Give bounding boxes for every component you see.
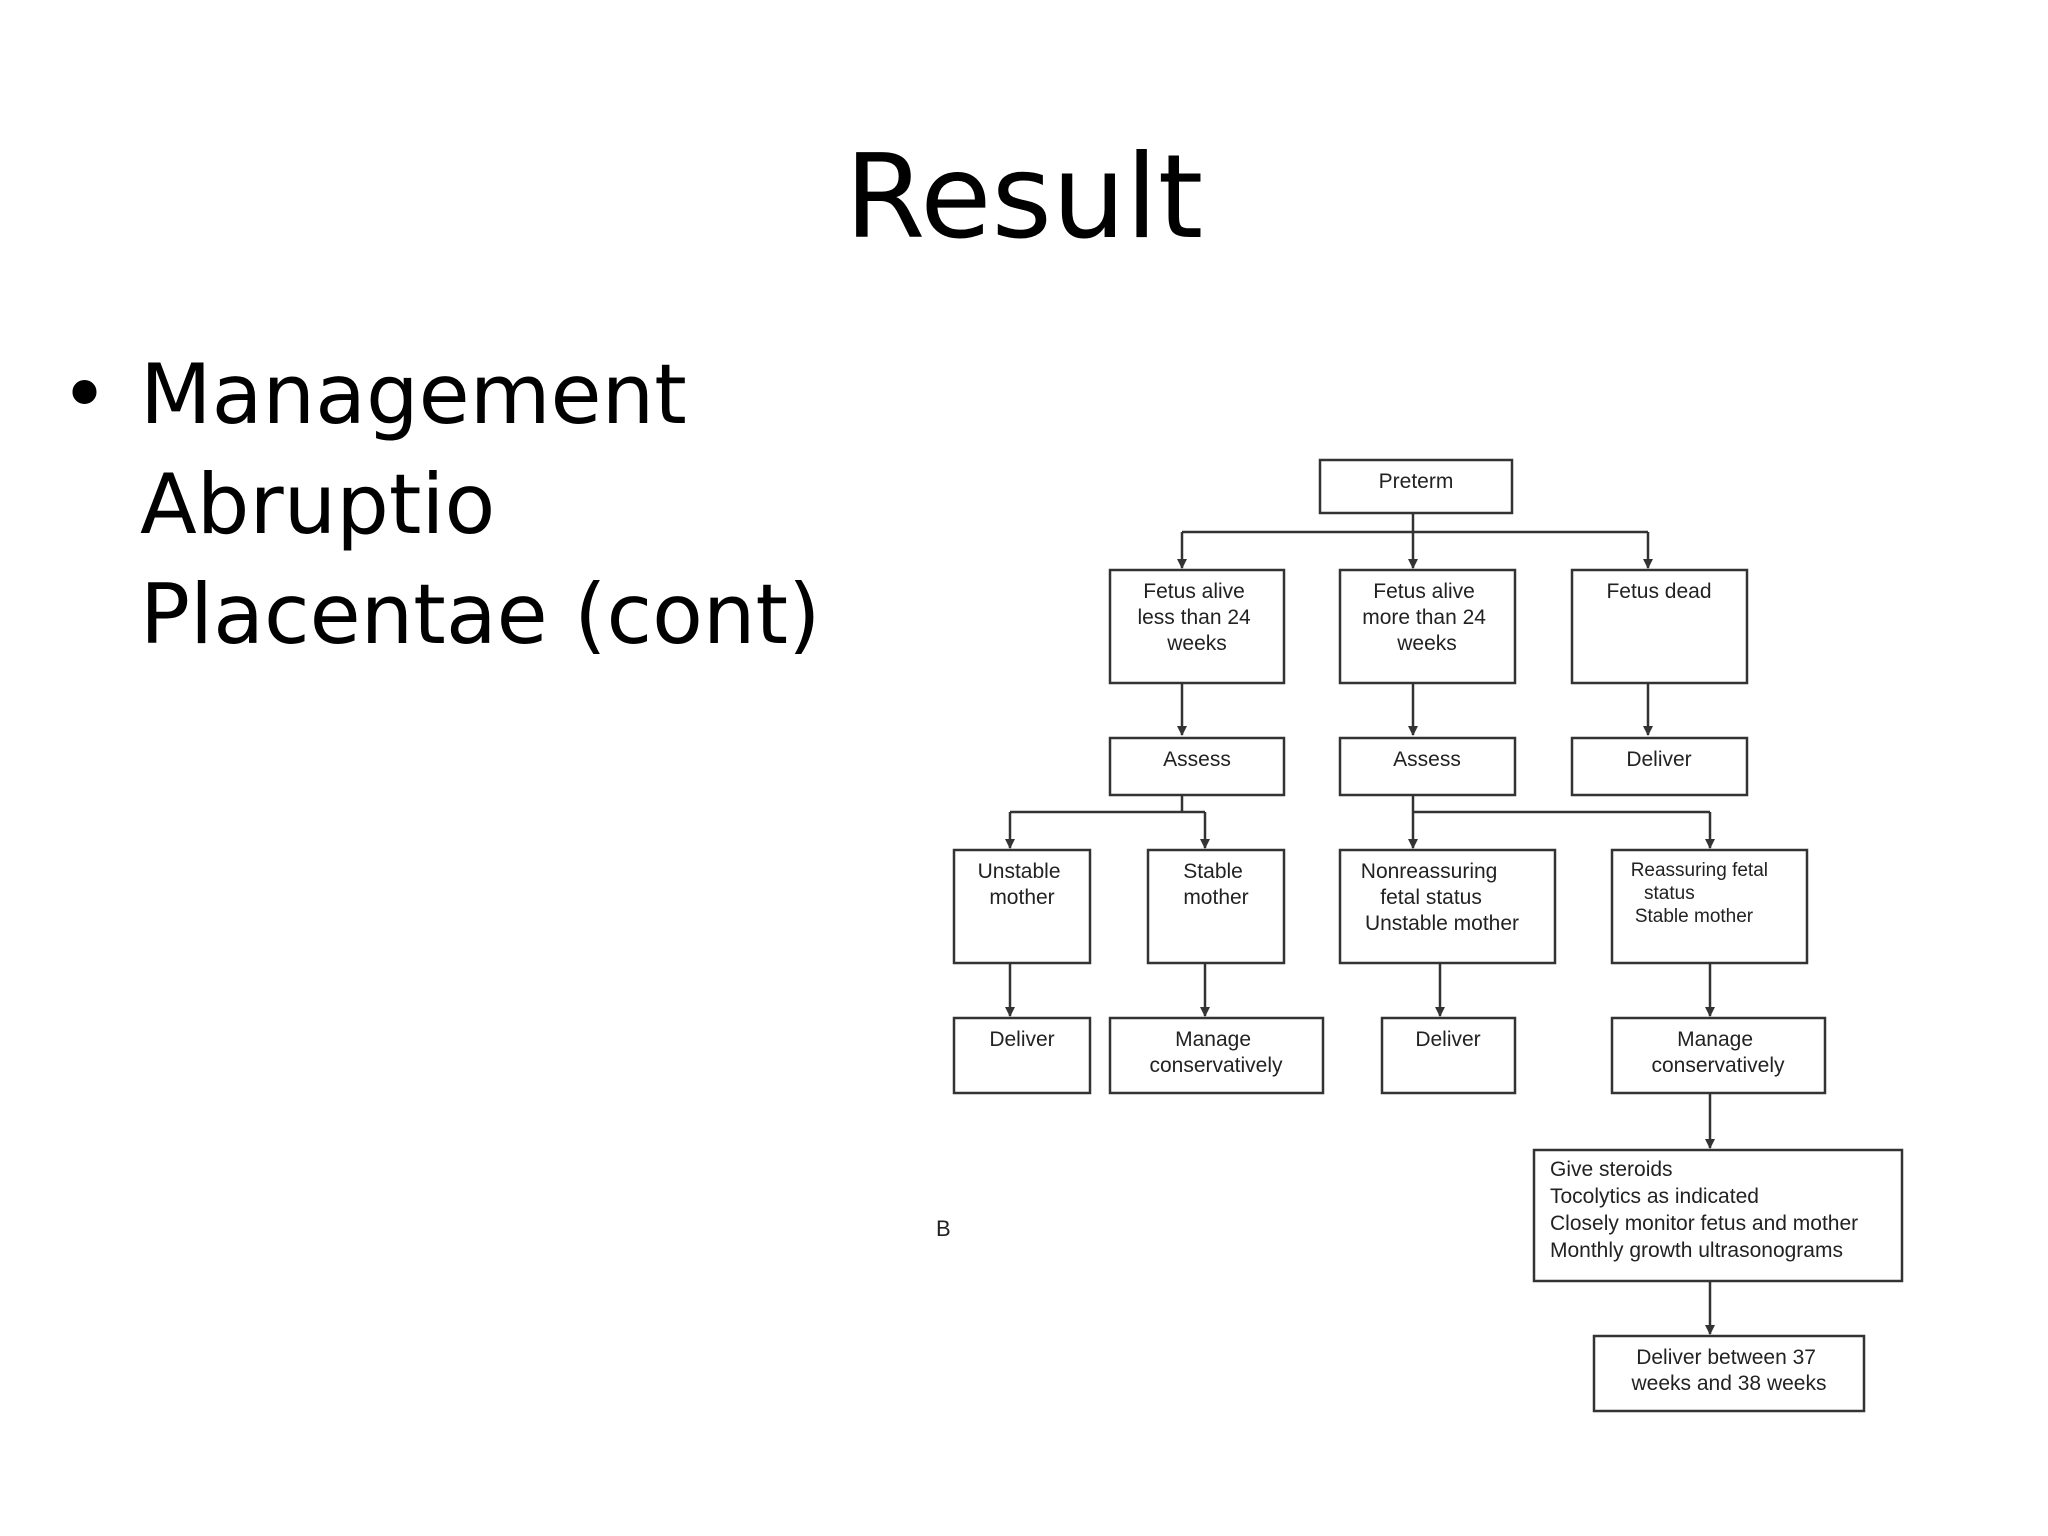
svg-text:Deliver: Deliver	[1626, 748, 1691, 771]
node-steroids-box	[1532, 1148, 1904, 1283]
svg-text:Deliver between 37 wee: Deliver between 37 weeks and 38 weeks	[1631, 1346, 1827, 1395]
node-deliver-final-box	[1592, 1334, 1866, 1413]
node-fetus-alive-gt24-line-3: weeks	[1396, 632, 1457, 655]
node-deliver-2-box	[1380, 1016, 1517, 1095]
node-stable-mother-box	[1146, 848, 1286, 965]
svg-text:Give steroids Tocolyti: Give steroids Tocolytics as indicated Cl…	[1550, 1158, 1864, 1262]
node-manage-2-line-2: conservatively	[1651, 1054, 1785, 1077]
svg-text:Fetus alive less than: Fetus alive less than 24 weeks	[1137, 580, 1256, 655]
node-assess-mid-box	[1338, 736, 1517, 797]
flowchart-labels: Preterm Fetus alive less than 24 weeks F…	[936, 470, 1864, 1395]
node-preterm-line-1: Preterm	[1379, 470, 1454, 493]
node-manage-2-line-1: Manage	[1677, 1028, 1753, 1051]
node-manage-1-line-1: Manage	[1175, 1028, 1251, 1051]
svg-text:Assess: Assess	[1393, 748, 1461, 771]
node-reassuring-box	[1610, 848, 1809, 965]
node-nonreassuring-line-2: fetal status	[1380, 886, 1482, 909]
node-reassuring-line-2: status	[1644, 883, 1695, 904]
node-reassuring-line-1: Reassuring fetal	[1631, 860, 1768, 881]
panel-label: B	[936, 1216, 951, 1241]
svg-text:Nonreassuring fetal st: Nonreassuring fetal status Unstable moth…	[1361, 860, 1519, 935]
node-deliver-right-line-1: Deliver	[1626, 748, 1691, 771]
svg-text:Manage conservatively: Manage conservatively	[1651, 1028, 1785, 1077]
svg-text:Deliver: Deliver	[989, 1028, 1054, 1051]
bullet-text-line-2: Placentae (cont)	[140, 566, 821, 663]
node-deliver-right-box	[1570, 736, 1749, 797]
svg-text:Unstable mother: Unstable mother	[978, 860, 1067, 909]
node-fetus-alive-gt24-line-2: more than 24	[1362, 606, 1486, 629]
node-fetus-alive-gt24-box	[1338, 568, 1517, 685]
node-fetus-alive-lt24-box	[1108, 568, 1286, 685]
node-manage-1-line-2: conservatively	[1149, 1054, 1283, 1077]
svg-text:Reassuring fetal statu: Reassuring fetal status Stable mother	[1631, 860, 1774, 927]
node-steroids-line-2: Tocolytics as indicated	[1550, 1185, 1759, 1208]
node-assess-left-line-1: Assess	[1163, 748, 1231, 771]
flowchart-connectors	[1005, 512, 1715, 1335]
node-unstable-mother-box	[952, 848, 1092, 965]
node-assess-mid-line-1: Assess	[1393, 748, 1461, 771]
node-fetus-dead-line-1: Fetus dead	[1606, 580, 1711, 603]
node-nonreassuring-line-1: Nonreassuring	[1361, 860, 1498, 883]
svg-text:Fetus dead: Fetus dead	[1606, 580, 1711, 603]
node-preterm-box	[1318, 458, 1514, 515]
node-manage-1-box	[1108, 1016, 1325, 1095]
node-deliver-1-line-1: Deliver	[989, 1028, 1054, 1051]
node-fetus-alive-gt24-line-1: Fetus alive	[1373, 580, 1475, 603]
node-deliver-final-line-1: Deliver between 37	[1636, 1346, 1816, 1369]
svg-text:Deliver: Deliver	[1415, 1028, 1480, 1051]
node-deliver-final-line-2: weeks and 38 weeks	[1631, 1372, 1827, 1395]
node-steroids-line-1: Give steroids	[1550, 1158, 1673, 1181]
svg-text:Preterm: Preterm	[1379, 470, 1454, 493]
node-reassuring-line-3: Stable mother	[1635, 906, 1754, 927]
node-steroids-line-3: Closely monitor fetus and mother	[1550, 1212, 1858, 1235]
bullet-text-line-1: Management Abruptio	[140, 346, 687, 553]
node-unstable-mother-line-2: mother	[989, 886, 1054, 909]
node-assess-left-box	[1108, 736, 1286, 797]
node-stable-mother-line-2: mother	[1183, 886, 1248, 909]
svg-text:Manage conservatively: Manage conservatively	[1149, 1028, 1283, 1077]
slide-title: Result	[844, 130, 1204, 265]
node-unstable-mother-line-1: Unstable	[978, 860, 1061, 883]
node-nonreassuring-box	[1338, 848, 1557, 965]
svg-text:Fetus alive more than: Fetus alive more than 24 weeks	[1362, 580, 1492, 655]
bullet-dot-icon: •	[60, 346, 109, 443]
node-nonreassuring-line-3: Unstable mother	[1365, 912, 1519, 935]
node-fetus-alive-lt24-line-2: less than 24	[1137, 606, 1251, 629]
node-fetus-alive-lt24-line-3: weeks	[1166, 632, 1227, 655]
node-fetus-dead-box	[1570, 568, 1749, 685]
svg-text:Assess: Assess	[1163, 748, 1231, 771]
node-steroids-line-4: Monthly growth ultrasonograms	[1550, 1239, 1843, 1262]
node-stable-mother-line-1: Stable	[1183, 860, 1243, 883]
node-deliver-1-box	[952, 1016, 1092, 1095]
node-deliver-2-line-1: Deliver	[1415, 1028, 1480, 1051]
svg-text:Stable mother: Stable mother	[1183, 860, 1248, 909]
node-fetus-alive-lt24-line-1: Fetus alive	[1143, 580, 1245, 603]
flowchart-nodes	[952, 458, 1904, 1413]
node-manage-2-box	[1610, 1016, 1827, 1095]
bullet-point: • Management Abruptio Placentae (cont)	[60, 340, 1020, 670]
